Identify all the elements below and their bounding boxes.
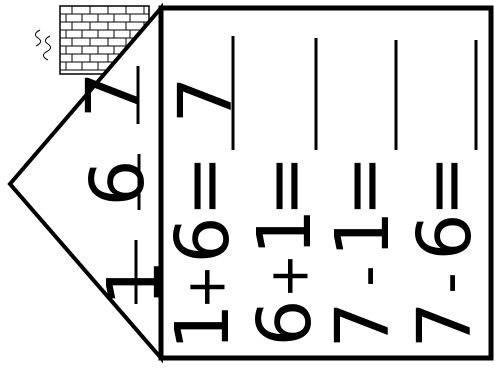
equation-2-a: 6 bbox=[242, 299, 328, 346]
roof-number-3-text: 7 bbox=[71, 71, 157, 118]
equation-1-op: + bbox=[175, 264, 238, 309]
equation-2-op: + bbox=[258, 253, 321, 298]
equation-1-result: 7 bbox=[163, 76, 249, 123]
equation-4-b: 6 bbox=[402, 213, 488, 260]
roof-number-3: 7 bbox=[71, 66, 157, 124]
equation-4-op: - bbox=[414, 272, 484, 294]
equation-2-eq: = bbox=[242, 155, 328, 217]
equation-1-eq: = bbox=[160, 155, 246, 217]
equation-4-eq: = bbox=[402, 155, 488, 217]
smoke-icon bbox=[35, 30, 50, 60]
equation-3-a: 7 bbox=[320, 301, 406, 348]
equation-3-eq: = bbox=[320, 155, 406, 217]
roof-number-2-text: 6 bbox=[75, 159, 161, 206]
equation-4-a: 7 bbox=[402, 301, 488, 348]
equation-1-b: 6 bbox=[160, 216, 246, 263]
roof-number-2: 6 bbox=[75, 154, 161, 210]
equation-3-op: - bbox=[332, 265, 402, 287]
